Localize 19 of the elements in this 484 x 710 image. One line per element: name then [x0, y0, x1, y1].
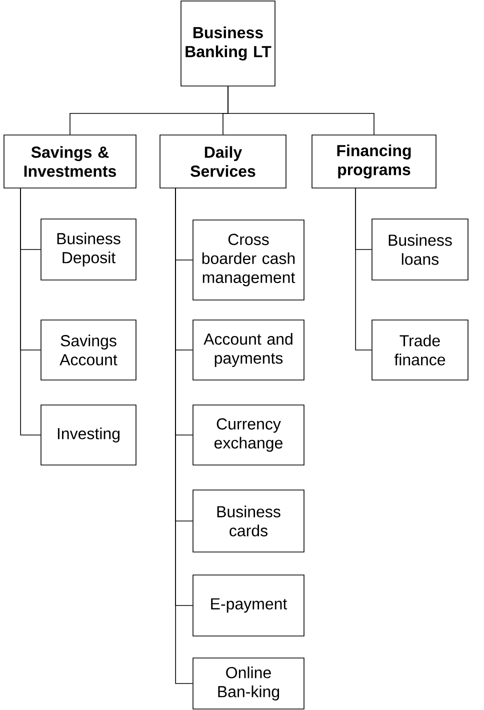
connector-line	[355, 188, 372, 350]
heading-box: Daily Services	[160, 134, 286, 188]
service-box: Savings Account	[40, 320, 136, 380]
service-box: Business cards	[192, 490, 304, 552]
service-box: Online Ban-king	[192, 658, 304, 710]
service-box: Business loans	[372, 218, 468, 280]
service-box: E-payment	[192, 574, 304, 636]
heading-box: Financing programs	[312, 134, 436, 188]
connector-line	[228, 86, 374, 136]
service-box: Trade finance	[372, 320, 468, 380]
connector-line	[175, 188, 193, 684]
connector-line	[20, 188, 41, 436]
service-box: Business Deposit	[40, 218, 136, 280]
service-box: Account and payments	[192, 320, 304, 380]
service-box: Investing	[40, 404, 136, 466]
heading-box: Savings & Investments	[4, 134, 136, 188]
service-box: Currency exchange	[192, 404, 304, 466]
heading-box: Business Banking LT	[180, 0, 276, 86]
service-box: Cross boarder cash management	[192, 220, 304, 300]
